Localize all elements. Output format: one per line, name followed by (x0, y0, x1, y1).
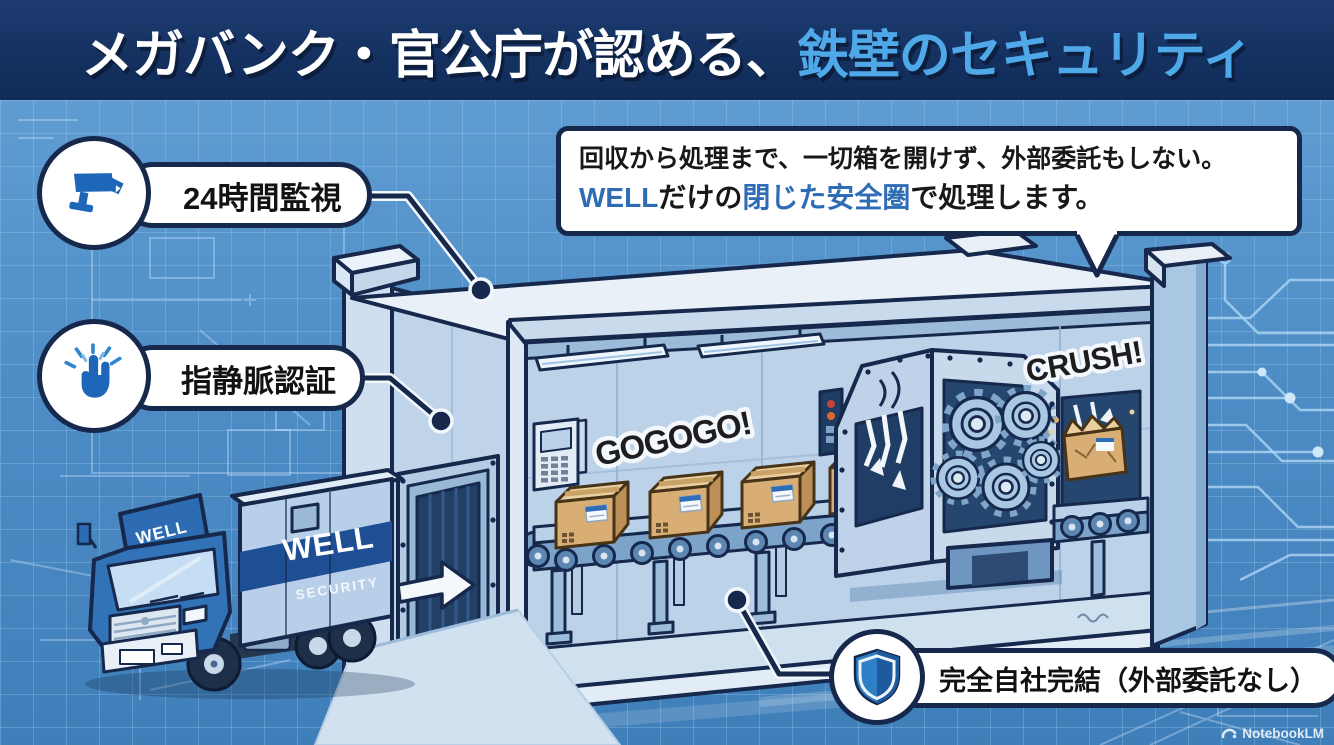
callout-tail (1073, 229, 1121, 278)
surveillance-badge (37, 136, 151, 250)
title-accent: 鉄壁のセキュリティ (796, 26, 1254, 85)
truck-box-body (230, 468, 404, 648)
title-main: メガバンク・官公庁が認める、 (81, 26, 798, 85)
surveillance-label: 24時間監視 (120, 162, 373, 228)
facility-building (332, 228, 1232, 714)
cardboard-box (556, 482, 628, 548)
right-pillar (1144, 242, 1232, 648)
notebooklm-logo-icon (1222, 728, 1237, 739)
loading-ramp (313, 608, 622, 745)
callout-line1: 回収から処理まで、一切箱を開けず、外部委託もしない。 (579, 145, 1227, 173)
cardboard-box (742, 462, 814, 528)
in-house-badge (829, 629, 925, 725)
keypad-panel (532, 417, 588, 492)
page-title: メガバンク・官公庁が認める、鉄壁のセキュリティ (81, 13, 1254, 88)
callout-bubble: 回収から処理まで、一切箱を開けず、外部委託もしない。 WELLだけの閉じた安全圏… (556, 126, 1302, 236)
crushed-box (1062, 414, 1128, 482)
callout-mid: だけの (658, 181, 743, 213)
finger-vein-label-text: 指静脈認証 (181, 363, 336, 399)
callout-line2: WELLだけの閉じた安全圏で処理します。 (579, 179, 1279, 217)
watermark: NotebookLM (1221, 725, 1324, 741)
leader-line-in-house (724, 587, 847, 679)
in-house-label-text: 完全自社完結（外部委託なし） (939, 665, 1317, 696)
security-truck: WELL WELL SECURITY (76, 468, 415, 699)
shredder-machine (818, 348, 1061, 590)
truck-wheels (186, 613, 377, 692)
callout-tail-text: で処理します。 (910, 181, 1104, 213)
crush-exit (1048, 389, 1150, 598)
fluorescent-lights (534, 328, 826, 372)
shield-icon (853, 648, 901, 706)
scribble-decoration (1077, 613, 1109, 623)
surveillance-label-text: 24時間監視 (183, 180, 342, 216)
finger-vein-badge (37, 319, 151, 433)
vibration-arcs (878, 371, 901, 409)
conveyor-legs (545, 550, 777, 646)
callout-brand: WELL (579, 181, 659, 213)
cctv-camera-icon (69, 173, 124, 213)
title-banner: メガバンク・官公庁が認める、鉄壁のセキュリティ (0, 0, 1334, 100)
watermark-text: NotebookLM (1242, 725, 1324, 741)
in-house-label: 完全自社完結（外部委託なし） (872, 648, 1334, 708)
exit-conveyor (1052, 496, 1150, 598)
conveyor-belt (524, 492, 910, 646)
finger-vein-label: 指静脈認証 (120, 345, 365, 411)
shredded-paper (863, 410, 908, 468)
interior (524, 308, 1154, 694)
debris (1048, 403, 1135, 436)
finger-touch-icon (64, 343, 122, 398)
truck-cab (76, 493, 232, 674)
direction-arrow (396, 560, 476, 610)
circuit-pattern-decoration (1205, 251, 1334, 582)
callout-highlight: 閉じた安全圏 (742, 181, 911, 213)
cardboard-box (650, 472, 722, 538)
